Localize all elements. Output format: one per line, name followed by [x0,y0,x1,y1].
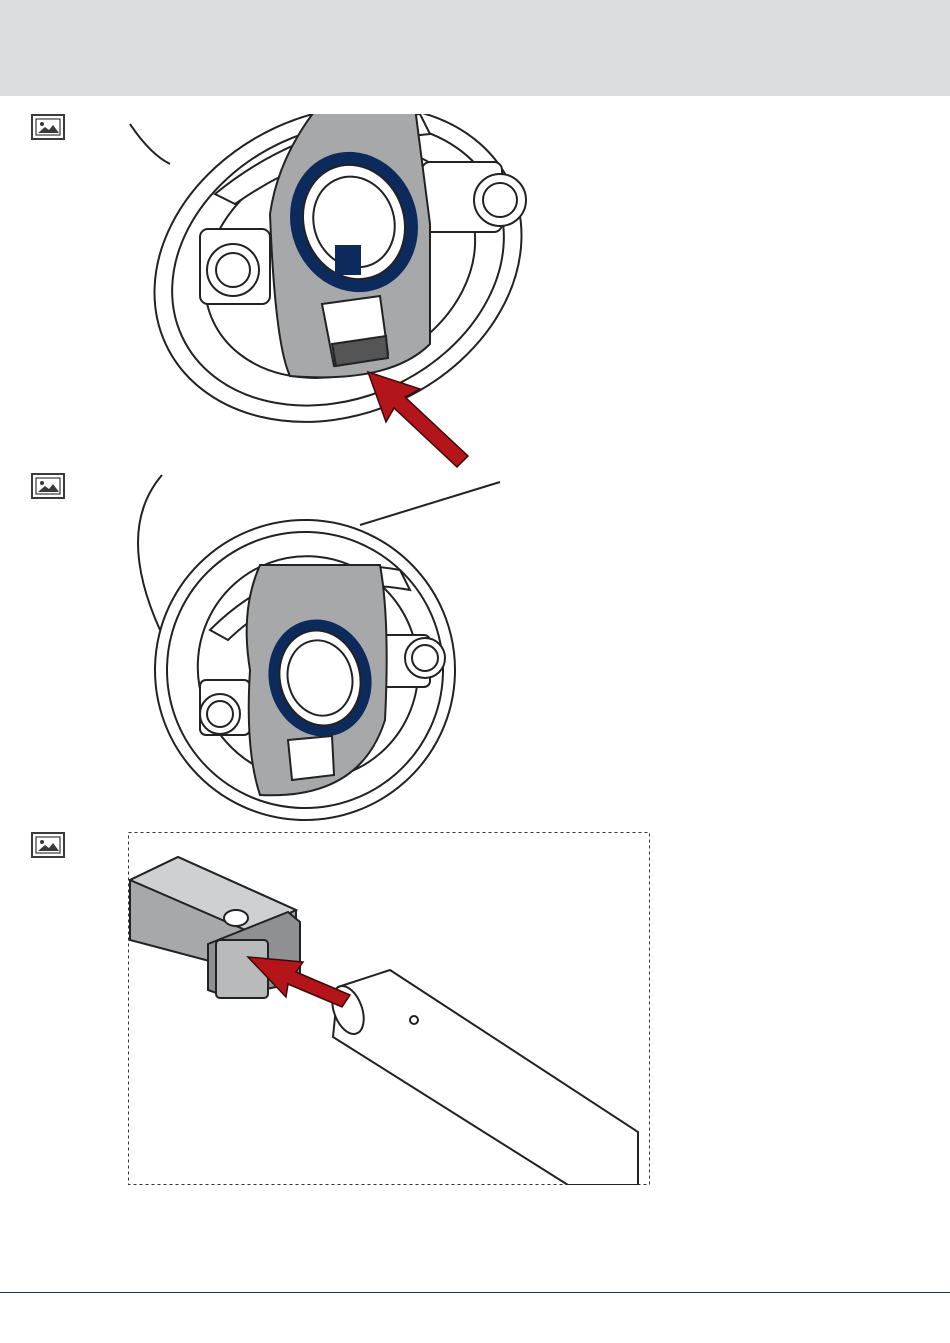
footer-rule [0,1292,950,1293]
figure-rotor-plate-mounted [120,470,510,830]
image-icon [31,473,65,499]
header-band [0,0,950,96]
figure-bracket-insert [128,832,650,1185]
figure-rotor-plate-closeup [100,104,540,474]
image-icon [31,832,65,858]
image-icon [31,114,65,140]
